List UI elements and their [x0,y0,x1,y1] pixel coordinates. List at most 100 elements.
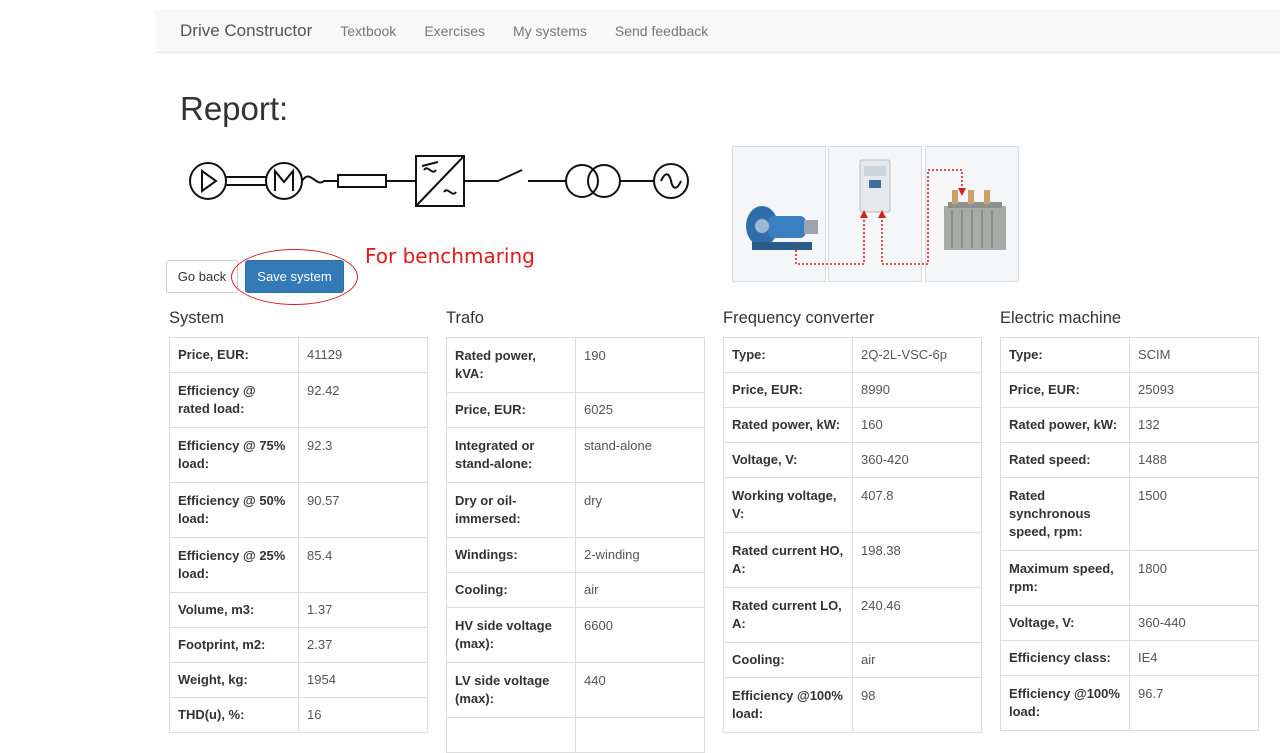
row-label: Cooling: [446,572,576,608]
row-value: 98 [852,677,982,733]
row-label: Weight, kg: [169,662,299,698]
row-value: 8990 [852,372,982,408]
row-label: Voltage, V: [723,442,853,478]
row-value: 1954 [298,662,428,698]
row-value: stand-alone [575,427,705,483]
row-value: 92.42 [298,372,428,428]
row-value: 90.57 [298,482,428,538]
row-label: Type: [723,337,853,373]
row-label: Footprint, m2: [169,627,299,663]
row-value: 360-440 [1129,605,1259,641]
frequency-converter-table: Type:2Q-2L-VSC-6p Price, EUR:8990 Rated … [723,337,982,733]
table-row: Rated power, kVA:190 [446,337,705,393]
row-value: 1.37 [298,592,428,628]
row-value: 2.37 [298,627,428,663]
table-row: Dry or oil-immersed:dry [446,482,705,538]
row-value: SCIM [1129,337,1259,373]
row-value: air [852,642,982,678]
table-row: Weight, kg:1954 [169,662,428,698]
table-row: Efficiency @100% load:96.7 [1000,675,1259,731]
row-value: 1488 [1129,442,1259,478]
row-value: 360-420 [852,442,982,478]
row-label: HV side voltage (max): [446,607,576,663]
row-label: LV side voltage (max): [446,662,576,718]
components-illustration [732,146,1019,282]
row-label [446,717,576,753]
section-system: System Price, EUR:41129 Efficiency @ rat… [169,309,429,733]
navbar-brand[interactable]: Drive Constructor [180,21,313,40]
transformer-icon [565,164,621,198]
row-label: Voltage, V: [1000,605,1130,641]
row-value: 132 [1129,407,1259,443]
table-row [446,717,705,753]
table-row: THD(u), %:16 [169,697,428,733]
row-value: air [575,572,705,608]
row-value: 25093 [1129,372,1259,408]
row-label: Efficiency @ 50% load: [169,482,299,538]
row-label: Working voltage, V: [723,477,853,533]
row-value: 198.38 [852,532,982,588]
table-row: HV side voltage (max):6600 [446,607,705,663]
row-value: 1500 [1129,477,1259,551]
row-value: 1800 [1129,550,1259,606]
row-value: 85.4 [298,537,428,593]
row-value: 6600 [575,607,705,663]
row-label: Cooling: [723,642,853,678]
table-row: Type:SCIM [1000,337,1259,373]
table-row: Efficiency class:IE4 [1000,640,1259,676]
table-row: Rated current HO, A:198.38 [723,532,982,588]
section-electric-machine: Electric machine Type:SCIM Price, EUR:25… [1000,309,1260,731]
nav-link-textbook[interactable]: Textbook [340,23,397,39]
table-row: Efficiency @ 75% load:92.3 [169,427,428,483]
table-row: LV side voltage (max):440 [446,662,705,718]
table-row: Rated synchronous speed, rpm:1500 [1000,477,1259,551]
motor-icon [265,162,303,200]
nav-link-send-feedback[interactable]: Send feedback [614,23,709,39]
row-label: Price, EUR: [1000,372,1130,408]
nav-link-exercises[interactable]: Exercises [424,23,485,39]
table-row: Type:2Q-2L-VSC-6p [723,337,982,373]
row-label: Rated power, kW: [1000,407,1130,443]
row-label: Rated current HO, A: [723,532,853,588]
row-value: 2-winding [575,537,705,573]
row-value: 440 [575,662,705,718]
table-row: Rated power, kW:160 [723,407,982,443]
row-label: Dry or oil-immersed: [446,482,576,538]
row-label: Integrated or stand-alone: [446,427,576,483]
table-row: Volume, m3:1.37 [169,592,428,628]
table-row: Price, EUR:6025 [446,392,705,428]
table-row: Efficiency @ rated load:92.42 [169,372,428,428]
row-label: Rated power, kVA: [446,337,576,393]
row-label: Volume, m3: [169,592,299,628]
row-label: Efficiency class: [1000,640,1130,676]
row-value: 160 [852,407,982,443]
row-value: 96.7 [1129,675,1259,731]
row-label: Efficiency @ rated load: [169,372,299,428]
row-label: Efficiency @ 75% load: [169,427,299,483]
row-value: IE4 [1129,640,1259,676]
row-label: Efficiency @100% load: [723,677,853,733]
row-label: Price, EUR: [169,337,299,373]
table-row: Rated speed:1488 [1000,442,1259,478]
section-trafo: Trafo Rated power, kVA:190 Price, EUR:60… [446,309,706,753]
row-label: Rated current LO, A: [723,587,853,643]
row-value: 190 [575,337,705,393]
page-title: Report: [180,90,289,127]
go-back-button[interactable]: Go back [166,260,238,293]
table-row: Cooling:air [723,642,982,678]
table-row: Windings:2-winding [446,537,705,573]
nav-link-my-systems[interactable]: My systems [513,23,587,39]
row-label: Type: [1000,337,1130,373]
row-value: dry [575,482,705,538]
top-navbar: Drive Constructor Textbook Exercises My … [155,10,1280,53]
row-label: Price, EUR: [723,372,853,408]
table-row: Rated current LO, A:240.46 [723,587,982,643]
system-table: Price, EUR:41129 Efficiency @ rated load… [169,337,428,733]
row-value: 2Q-2L-VSC-6p [852,337,982,373]
cable-icon [337,174,387,188]
pump-photo-icon [746,206,818,250]
save-system-button[interactable]: Save system [245,260,344,293]
transformer-photo-icon [944,190,1006,250]
row-value: 16 [298,697,428,733]
table-row: Efficiency @ 25% load:85.4 [169,537,428,593]
